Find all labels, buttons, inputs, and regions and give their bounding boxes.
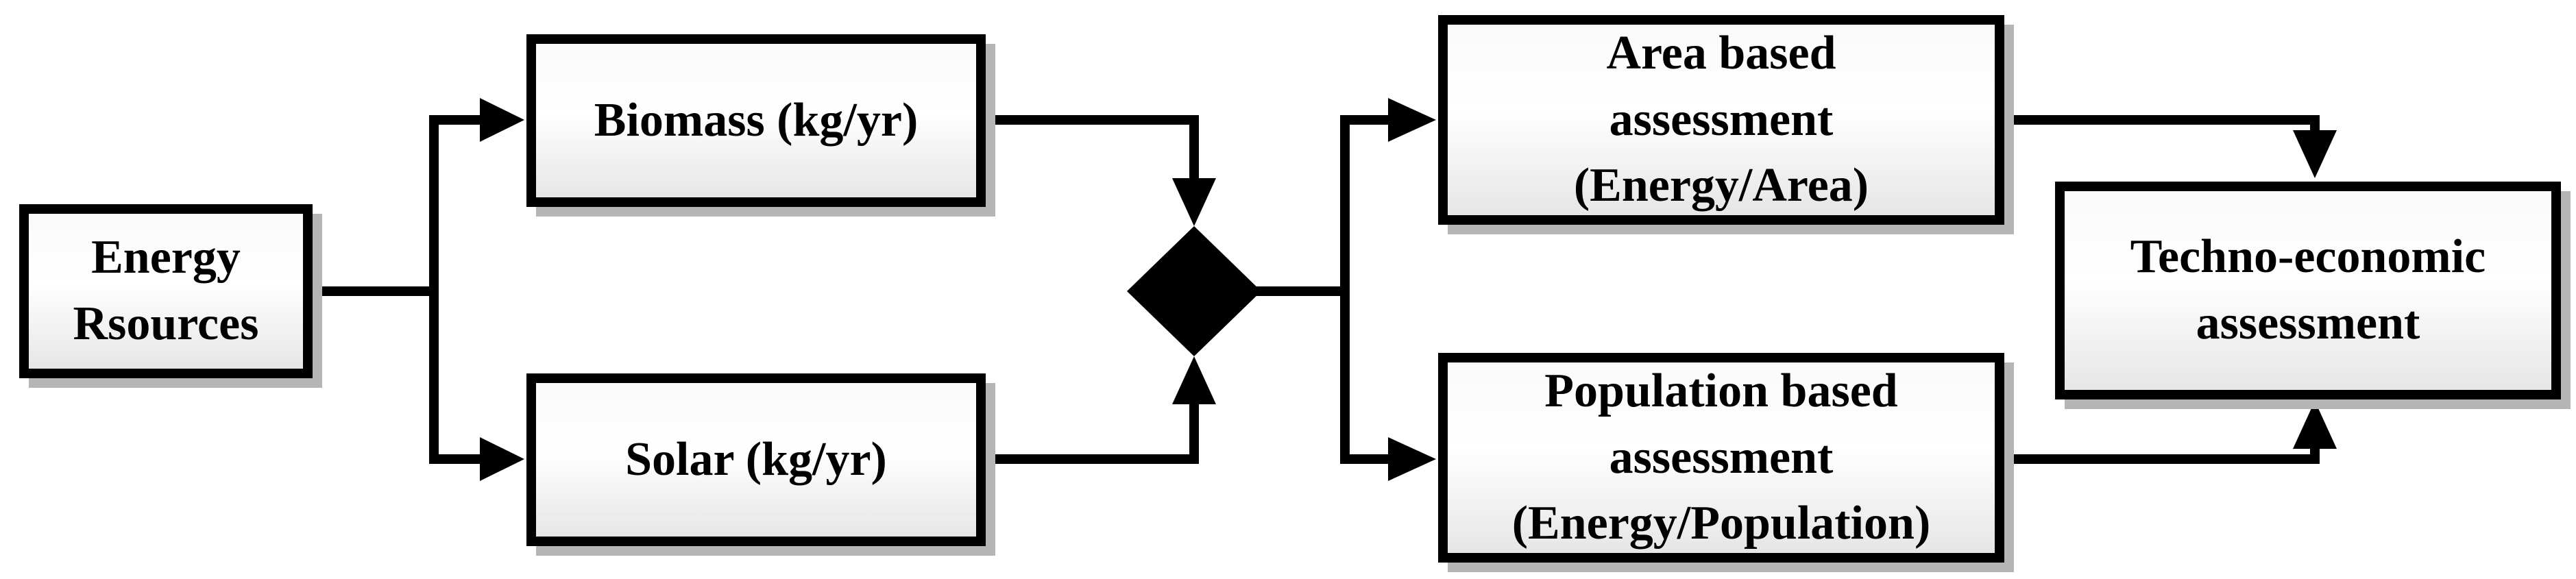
connector-split-biomass [429, 115, 483, 291]
techno-economic-box: Techno-economic assessment [2055, 182, 2561, 399]
solar-box: Solar (kg/yr) [526, 373, 986, 546]
energy-resources-box: Energy Rsources [19, 204, 313, 378]
connector-solar-merge [985, 399, 1199, 464]
techno-economic-label-line-2: assessment [2196, 297, 2420, 349]
population-assessment-label-line-3: (Energy/Population) [1511, 497, 1931, 550]
techno-economic-label-line-1: Techno-economic [2130, 230, 2486, 284]
arrowhead-techno-bottom [2293, 401, 2337, 449]
connector-population-techno [2003, 445, 2320, 464]
arrowhead-population [1388, 437, 1436, 481]
population-assessment-box: Population based assessment (Energy/Popu… [1438, 353, 2004, 563]
connector-split-population [1340, 291, 1392, 464]
area-assessment-label-line-2: assessment [1609, 93, 1834, 146]
biomass-label: Biomass (kg/yr) [594, 93, 919, 147]
area-assessment-box: Area based assessment (Energy/Area) [1438, 15, 2004, 225]
population-assessment-label-line-1: Population based [1544, 365, 1898, 418]
arrowhead-merge-bottom [1172, 356, 1216, 404]
connector-biomass-merge [985, 115, 1199, 184]
solar-label: Solar (kg/yr) [625, 432, 887, 486]
area-assessment-label-line-3: (Energy/Area) [1573, 159, 1869, 212]
biomass-box: Biomass (kg/yr) [526, 34, 986, 207]
arrowhead-techno-top [2293, 130, 2337, 178]
energy-resources-label-line-1: Energy [91, 231, 241, 284]
connector-split-area [1340, 115, 1392, 291]
merge-diamond-shape [1127, 226, 1261, 356]
area-assessment-label-line-1: Area based [1606, 27, 1836, 80]
arrowhead-merge-top [1172, 178, 1216, 226]
arrowhead-solar [480, 437, 524, 481]
arrowhead-area [1388, 98, 1436, 142]
connector-split-solar [429, 291, 483, 464]
arrowhead-biomass [480, 98, 524, 142]
connector-area-techno [2003, 115, 2320, 134]
population-assessment-label-line-2: assessment [1609, 430, 1834, 484]
energy-resources-label-line-2: Rsources [73, 297, 259, 350]
